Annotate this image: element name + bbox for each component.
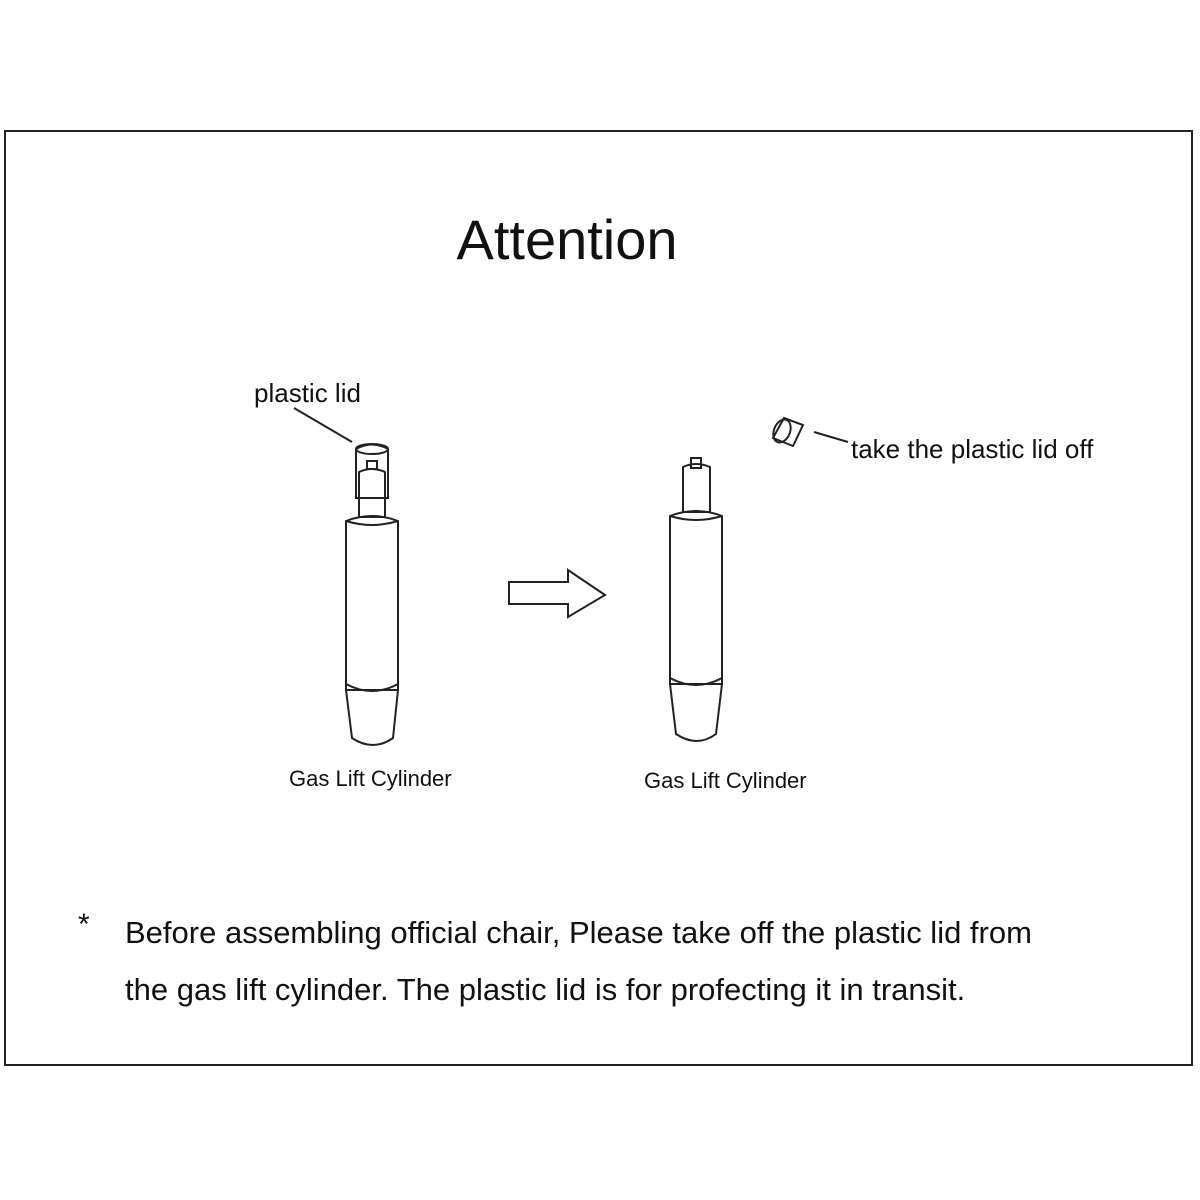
- removed-lid-rim: [772, 418, 792, 444]
- title-text: Attention: [456, 208, 678, 271]
- rod-tip: [366, 460, 378, 470]
- cylinder-body-band: [669, 677, 723, 686]
- note-bullet: *: [78, 908, 90, 941]
- removed-lid: [771, 416, 849, 448]
- removed-lid-shape: [771, 416, 805, 448]
- lid-leader-line: [293, 407, 353, 443]
- cylinder-body: [669, 510, 723, 685]
- note-line-2: the gas lift cylinder. The plastic lid i…: [125, 972, 966, 1007]
- cylinder-taper: [669, 683, 723, 742]
- rod-tip: [690, 457, 702, 469]
- cylinder-taper: [345, 689, 399, 746]
- cylinder-left-label: Gas Lift Cylinder: [289, 766, 452, 791]
- arrow-icon: [508, 568, 607, 619]
- cylinder-body-collar: [669, 515, 723, 521]
- cylinder-right-label: Gas Lift Cylinder: [644, 768, 807, 793]
- cylinder-with-lid: [293, 407, 399, 746]
- note-line-1: Before assembling official chair, Please…: [125, 915, 1032, 950]
- cylinder-without-lid: [669, 457, 723, 742]
- page-title: Attention: [0, 207, 1200, 273]
- piston-rod: [358, 468, 386, 518]
- cylinder-body: [345, 515, 399, 691]
- instruction-note: Before assembling official chair, Please…: [125, 904, 1145, 1018]
- plastic-lid-top: [355, 443, 389, 455]
- cylinder-body-collar: [345, 520, 399, 526]
- cylinder-body-band: [345, 683, 399, 692]
- diagram-frame: [4, 130, 1193, 1066]
- piston-rod: [682, 463, 711, 513]
- take-off-leader-line: [813, 431, 849, 443]
- plastic-lid-label: plastic lid: [254, 378, 361, 408]
- take-lid-off-label: take the plastic lid off: [851, 434, 1094, 464]
